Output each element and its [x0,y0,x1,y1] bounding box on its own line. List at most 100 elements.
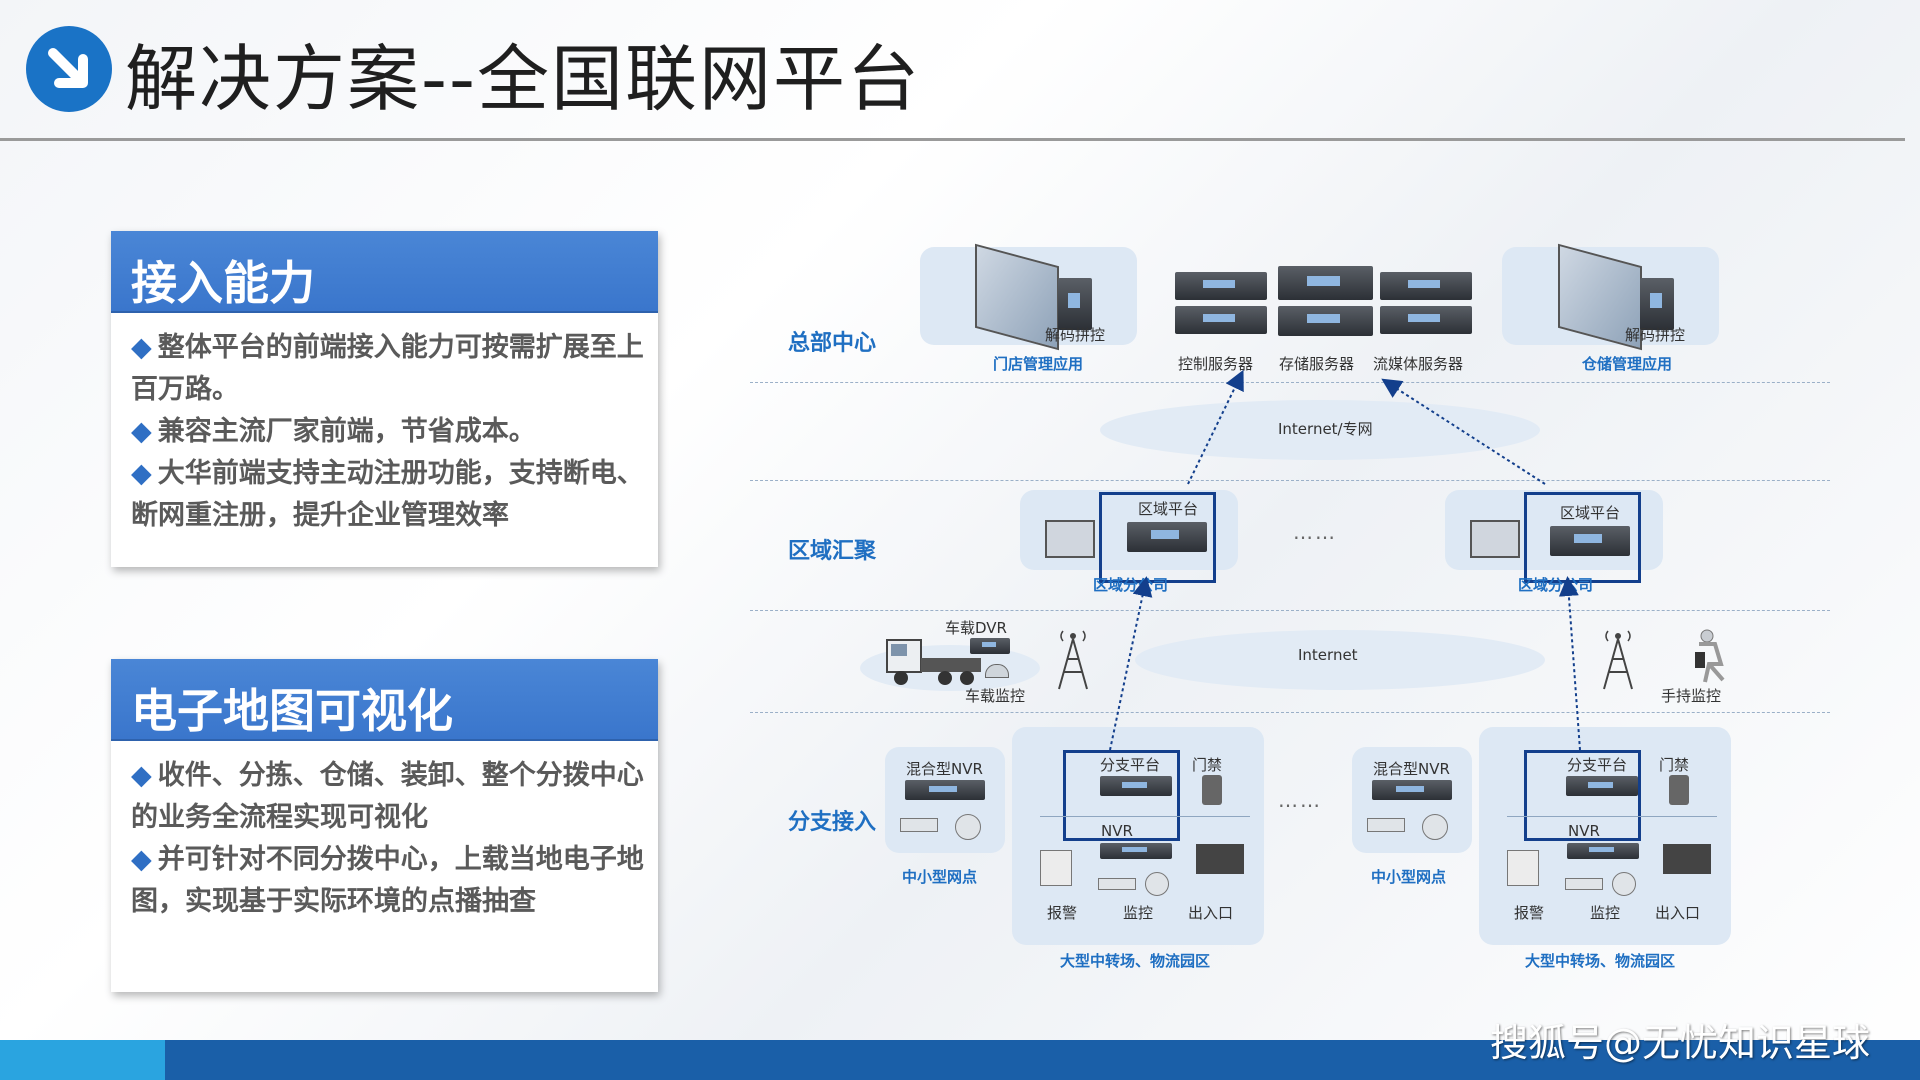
access-capability-card: 接入能力 ◆整体平台的前端接入能力可按需扩展至上百万路。 ◆兼容主流厂家前端，节… [111,231,658,567]
diamond-bullet-icon: ◆ [131,844,152,875]
internet-label: Internet [1298,646,1358,664]
barrier-gate-icon [1196,844,1244,874]
bullet-camera-icon [900,818,938,832]
storage-server-icon [1278,266,1373,300]
ellipsis: …… [1293,520,1337,544]
storage-server-icon [1278,306,1373,336]
card-title: 接入能力 [131,256,315,310]
diamond-bullet-icon: ◆ [131,332,152,363]
regional-platform-label: 区域平台 [1138,500,1199,518]
bullet-item: ◆大华前端支持主动注册功能，支持断电、断网重注册，提升企业管理效率 [131,453,651,537]
alarm-label: 报警 [1047,904,1078,922]
diamond-bullet-icon: ◆ [131,416,152,447]
tier-label-hq: 总部中心 [788,331,877,356]
dome-camera-icon [1145,872,1169,896]
bullet-text: 并可针对不同分拨中心，上载当地电子地图，实现基于实际环境的点播抽查 [131,844,644,917]
nvr-icon [1372,780,1452,800]
diamond-bullet-icon: ◆ [131,458,152,489]
decoder-label: 解码拼控 [1625,326,1686,344]
decoder-label: 解码拼控 [1045,326,1106,344]
storage-server-label: 存储服务器 [1279,355,1355,373]
branch-platform-label: 分支平台 [1100,756,1161,774]
tier-label-regional: 区域汇聚 [788,539,877,564]
monitor-label: 监控 [1123,904,1154,922]
uplink-arrow [1109,576,1153,751]
uplink-arrow [1381,378,1546,485]
arrow-badge-icon [26,26,112,112]
bullet-text: 大华前端支持主动注册功能，支持断电、断网重注册，提升企业管理效率 [131,458,644,531]
person-handheld-icon [1685,628,1735,684]
bullet-item: ◆整体平台的前端接入能力可按需扩展至上百万路。 [131,327,651,411]
access-control-icon [1669,775,1689,805]
warehouse-app-label: 仓储管理应用 [1582,355,1673,373]
dome-camera-icon [1422,814,1448,840]
bullet-camera-icon [1098,878,1136,890]
server-icon [1380,272,1472,300]
server-icon [1175,272,1267,300]
computer-icon [1470,520,1520,558]
decoder-server-icon [1058,278,1092,330]
page-title: 解决方案--全国联网平台 [125,37,921,121]
handheld-monitor-label: 手持监控 [1661,687,1722,705]
tier-divider [750,712,1830,713]
antenna-tower-icon [1053,627,1093,692]
dome-camera-icon [955,814,981,840]
tier-divider [750,382,1830,383]
nvr-icon [1567,843,1639,859]
large-site-zone [1012,727,1264,945]
large-site-zone [1479,727,1731,945]
access-control-icon [1202,775,1222,805]
server-icon [1380,306,1472,334]
nvr-label: NVR [1101,822,1133,840]
platform-server-icon [1566,776,1638,796]
large-site-label: 大型中转场、物流园区 [1060,952,1211,970]
computer-icon [1045,520,1095,558]
entrance-label: 出入口 [1655,904,1701,922]
bullet-item: ◆并可针对不同分拨中心，上载当地电子地图，实现基于实际环境的点播抽查 [131,839,651,923]
tier-divider [750,480,1830,481]
dome-camera-icon [1612,872,1636,896]
vehicle-dvr-label: 车载DVR [945,619,1007,637]
cloud-icon [1100,400,1540,460]
media-server-label: 流媒体服务器 [1373,355,1464,373]
ellipsis: …… [1278,788,1322,812]
bullet-text: 整体平台的前端接入能力可按需扩展至上百万路。 [131,332,644,405]
footer-accent [0,1040,165,1080]
access-control-label: 门禁 [1192,756,1223,774]
internet-private-label: Internet/专网 [1278,420,1373,438]
monitor-label: 监控 [1590,904,1621,922]
network-line [1507,816,1717,817]
store-app-label: 门店管理应用 [993,355,1084,373]
branch-platform-label: 分支平台 [1567,756,1628,774]
bullet-item: ◆兼容主流厂家前端，节省成本。 [131,411,651,453]
large-site-label: 大型中转场、物流园区 [1525,952,1676,970]
truck-icon [885,632,985,687]
dvr-icon [970,638,1010,654]
barrier-gate-icon [1663,844,1711,874]
platform-server-icon [1100,776,1172,796]
vehicle-monitor-label: 车载监控 [965,687,1026,705]
regional-platform-frame [1099,492,1216,583]
uplink-arrow [1187,369,1244,485]
card-header: 电子地图可视化 [111,659,658,741]
access-control-label: 门禁 [1659,756,1690,774]
bullet-camera-icon [1565,878,1603,890]
server-icon [1175,306,1267,334]
small-site-zone [885,747,1005,853]
bullet-camera-icon [1367,818,1405,832]
nvr-label: NVR [1568,822,1600,840]
card-header: 接入能力 [111,231,658,313]
uplink-arrow [1558,576,1581,751]
cloud-icon [1135,630,1545,690]
small-site-zone [1352,747,1472,853]
platform-server-icon [1127,522,1207,552]
header-divider [0,138,1905,141]
branch-platform-frame [1524,750,1641,841]
small-site-label: 中小型网点 [902,868,978,886]
regional-platform-label: 区域平台 [1560,504,1621,522]
antenna-tower-icon [1598,627,1638,692]
dome-camera-icon [985,664,1009,678]
bullet-text: 收件、分拣、仓储、装卸、整个分拨中心的业务全流程实现可视化 [131,760,644,833]
control-server-label: 控制服务器 [1178,355,1254,373]
